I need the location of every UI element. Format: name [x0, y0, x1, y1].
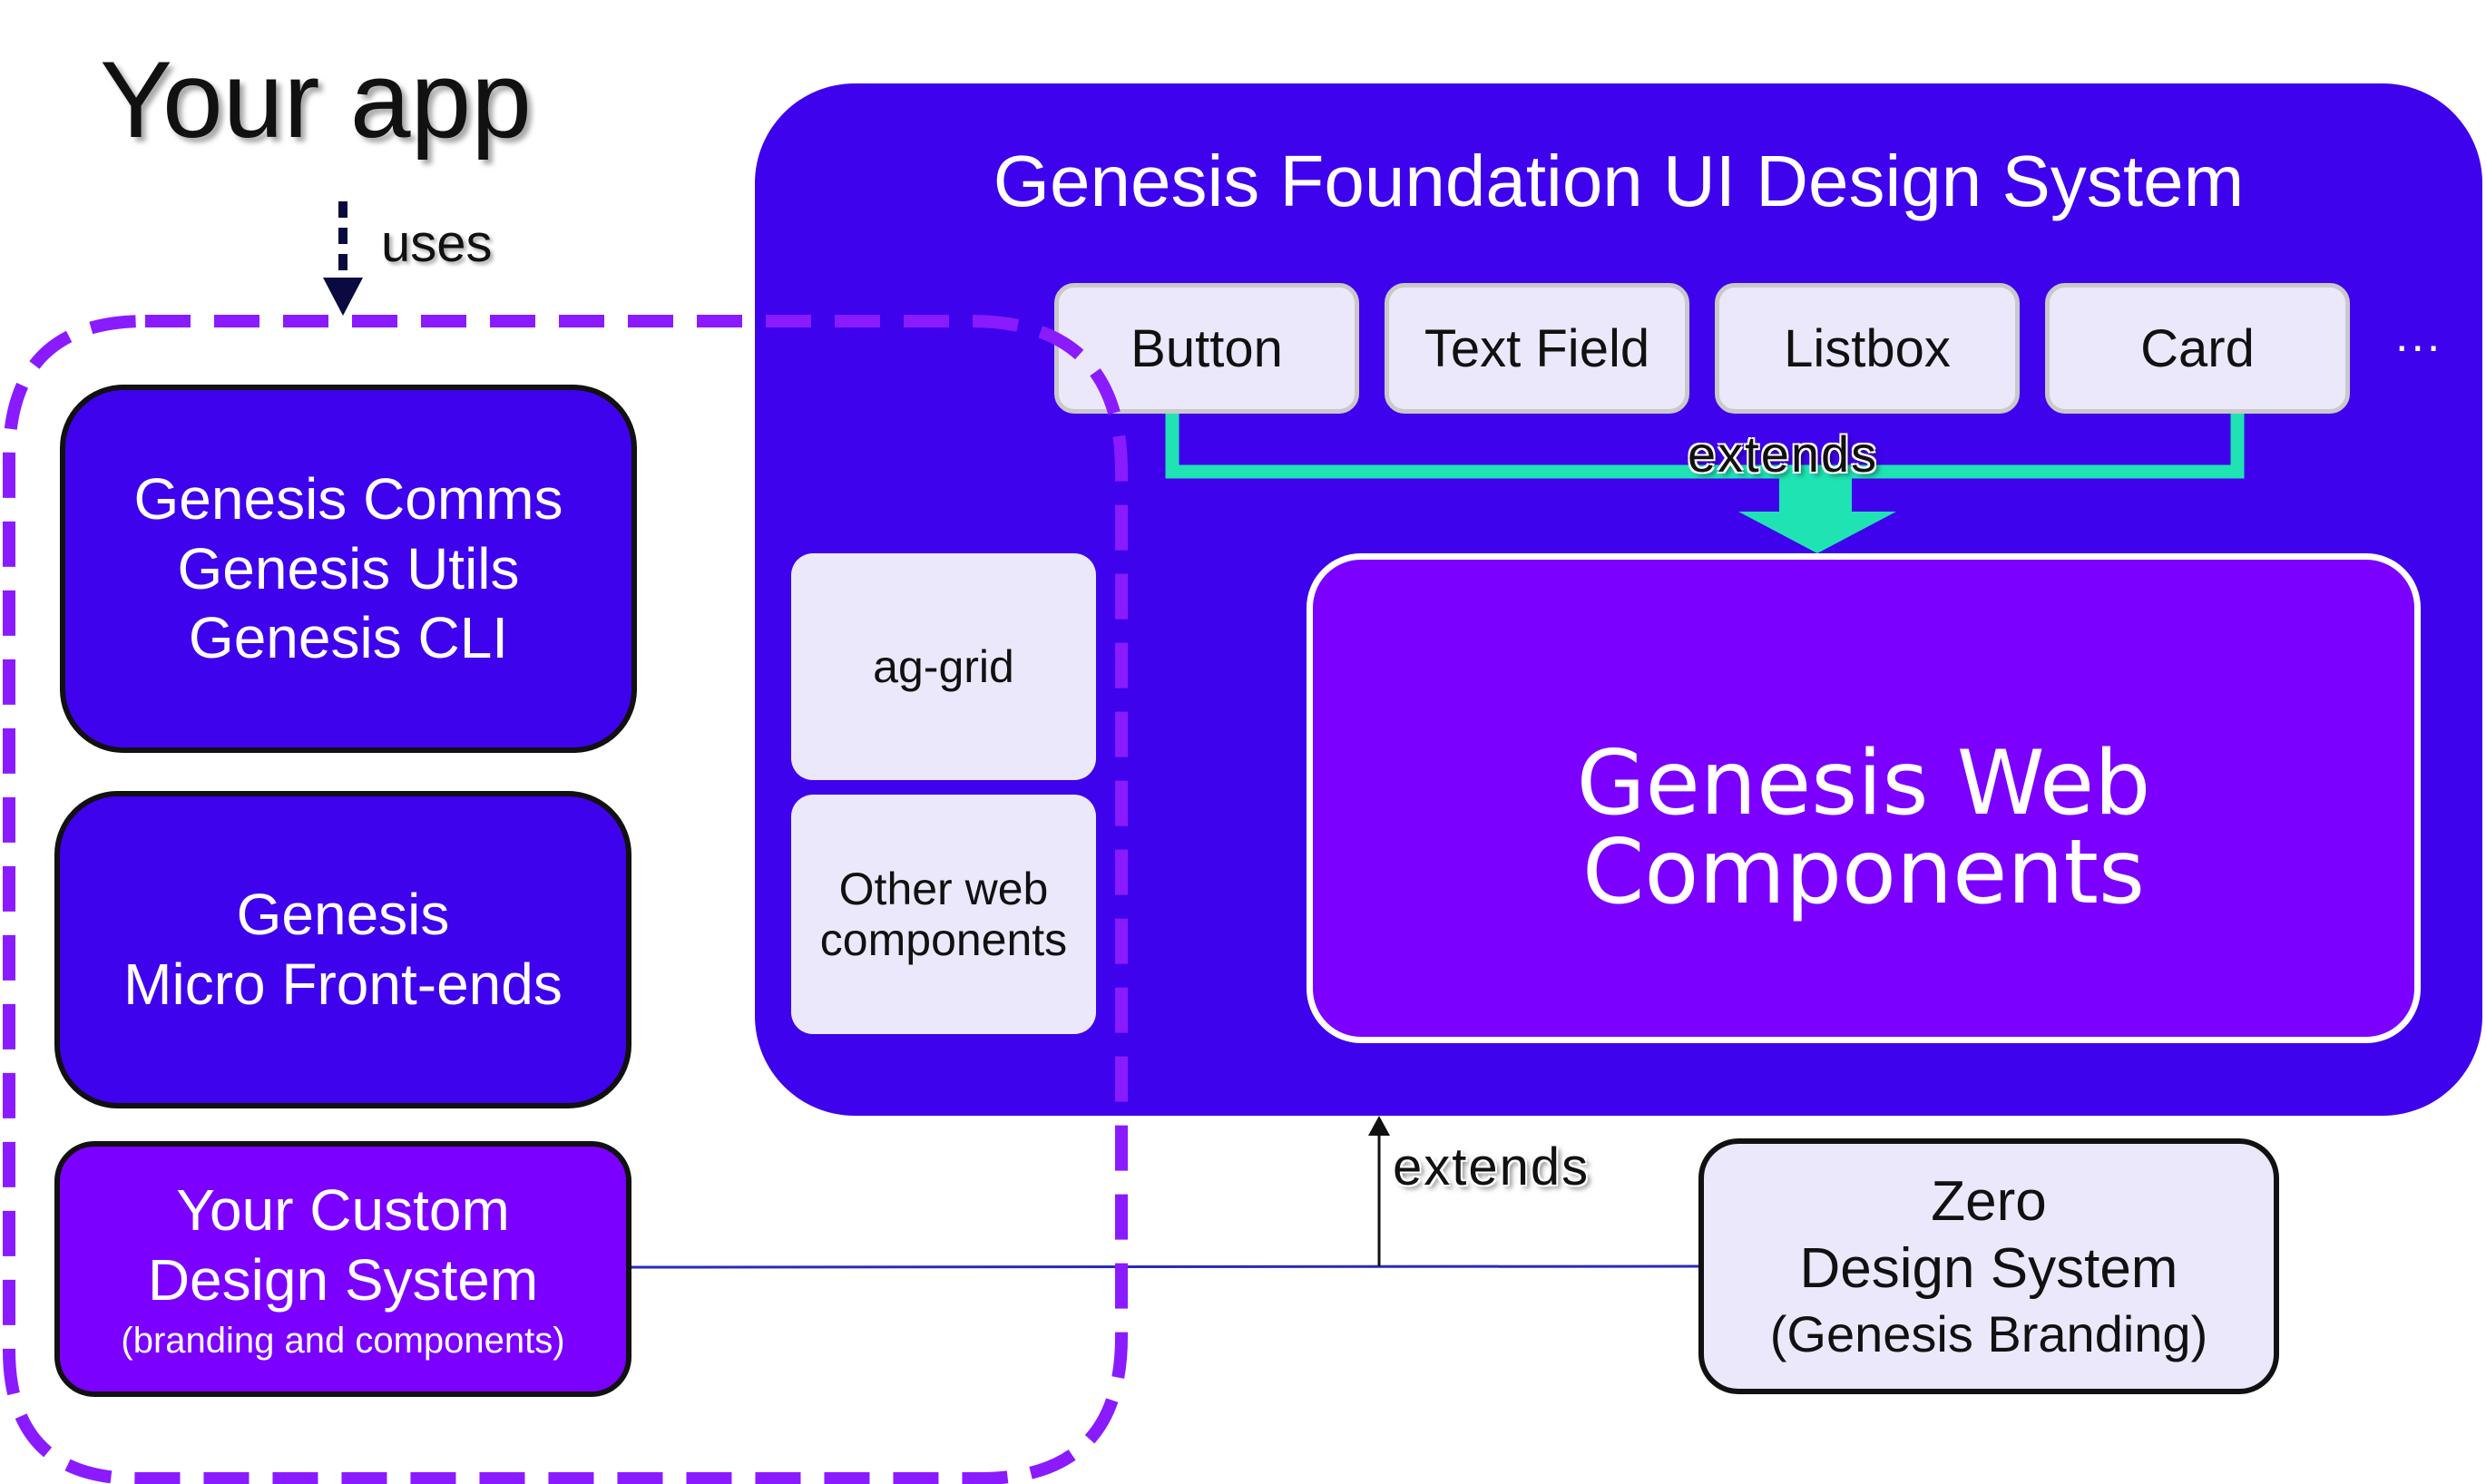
component-listbox: Listbox — [1715, 283, 2020, 414]
uses-label: uses — [381, 214, 493, 273]
foundation-title: Genesis Foundation UI Design System — [993, 141, 2245, 221]
extends-label-bottom: extends — [1393, 1137, 1590, 1196]
component-text-field: Text Field — [1385, 283, 1689, 414]
zero-sub: (Genesis Branding) — [1769, 1304, 2208, 1362]
zero-line1: Zero — [1931, 1170, 2047, 1234]
web-components-box — [1307, 553, 2421, 1043]
zero-design-system-box: Zero Design System (Genesis Branding) — [1698, 1138, 2279, 1394]
more-components-ellipsis: ... — [2395, 309, 2443, 362]
web-components-label: Genesis Web Components — [1576, 732, 2151, 924]
app-title: Your app — [100, 39, 533, 161]
extends-label-top: extends — [1688, 425, 1879, 483]
component-card: Card — [2045, 283, 2350, 414]
zero-line2: Design System — [1799, 1237, 2178, 1301]
